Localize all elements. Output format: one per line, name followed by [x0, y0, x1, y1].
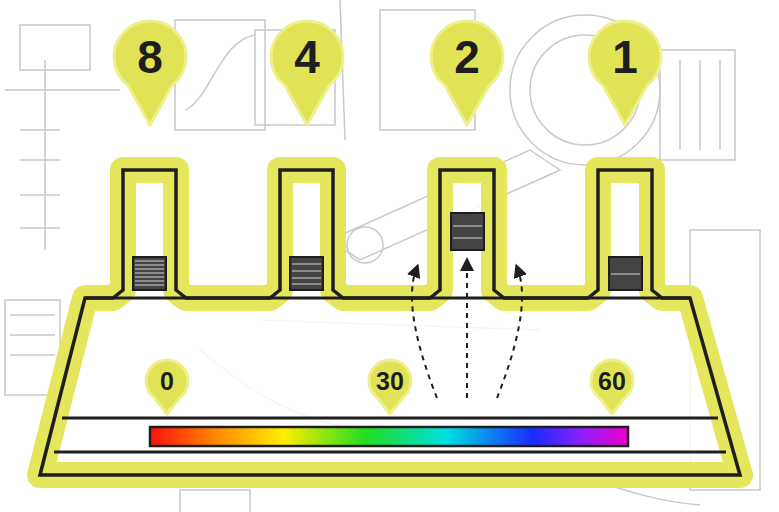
- scale-rail: [54, 451, 726, 454]
- callout-number: 30: [369, 360, 411, 402]
- callout-pin: 60: [591, 360, 633, 414]
- housing-outline: [40, 170, 740, 475]
- callout-pin: 2: [431, 21, 503, 125]
- pin-marker: [271, 21, 343, 125]
- callout-number: 60: [591, 360, 633, 402]
- callout-number: 2: [431, 21, 503, 93]
- callout-pin: 4: [271, 21, 343, 125]
- airflow-arrow: [412, 270, 437, 398]
- pin-marker: [431, 21, 503, 125]
- housing-top-edge: [85, 297, 690, 300]
- scale-rail: [62, 417, 718, 420]
- callout-pin: 0: [146, 360, 188, 414]
- weight-block: [133, 257, 166, 290]
- pin-marker: [369, 360, 411, 414]
- callout-number: 4: [271, 21, 343, 93]
- airflow-arrow: [497, 270, 522, 398]
- weights: [133, 213, 642, 290]
- callout-pin: 30: [369, 360, 411, 414]
- pin-marker: [591, 360, 633, 414]
- pin-marker: [146, 360, 188, 414]
- housing-glow: [40, 170, 740, 475]
- airflow-arrows: [412, 264, 522, 398]
- callout-number: 1: [589, 21, 661, 93]
- color-scale-bar: [150, 427, 628, 446]
- background-sketches: [5, 0, 760, 512]
- callout-number: 0: [146, 360, 188, 402]
- weight-block: [451, 213, 484, 250]
- callout-number: 8: [114, 21, 186, 93]
- airflow-arrow: [466, 264, 468, 398]
- housing: [40, 170, 740, 475]
- callout-pin: 8: [114, 21, 186, 125]
- weight-block: [290, 257, 323, 290]
- weight-block: [609, 257, 642, 290]
- callout-pin: 1: [589, 21, 661, 125]
- pin-marker: [589, 21, 661, 125]
- pin-marker: [114, 21, 186, 125]
